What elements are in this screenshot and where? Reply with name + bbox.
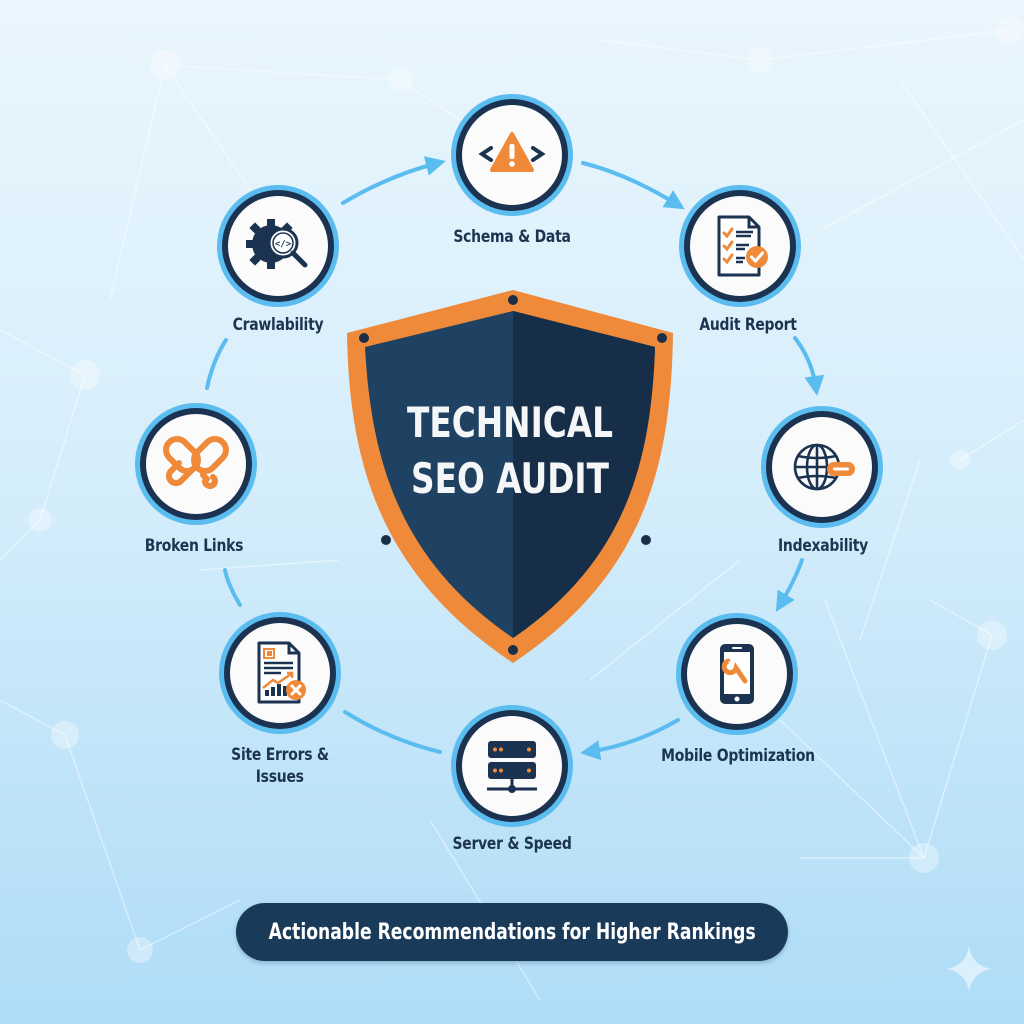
node-audit-report[interactable] <box>679 185 801 307</box>
shield-title-line-2: SEO AUDIT <box>411 454 609 503</box>
checklist-document-icon <box>717 215 768 277</box>
error-report-chart-icon <box>257 641 306 704</box>
svg-text:</>: </> <box>275 240 292 250</box>
shield-icon <box>347 290 673 663</box>
recommendations-banner: Actionable Recommendations for Higher Ra… <box>236 903 788 961</box>
broken-chain-link-icon <box>163 436 229 489</box>
node-label-schema-data: Schema & Data <box>453 227 571 247</box>
mobile-wrench-icon <box>720 644 754 704</box>
node-label-crawlability: Crawlability <box>232 315 324 335</box>
node-indexability[interactable] <box>761 406 883 528</box>
shield-title: TECHNICAL SEO AUDIT <box>345 395 675 507</box>
node-label-broken-links: Broken Links <box>144 536 244 556</box>
node-label-audit-report: Audit Report <box>699 315 797 335</box>
sparkle-icon <box>946 946 992 992</box>
shield-title-line-1: TECHNICAL <box>406 398 614 447</box>
globe-minus-icon <box>793 443 855 491</box>
node-crawlability[interactable]: </> <box>217 185 339 307</box>
node-label-server-speed: Server & Speed <box>452 834 572 854</box>
node-mobile-optimization[interactable] <box>676 613 798 735</box>
node-site-errors-issues[interactable] <box>219 612 341 734</box>
server-network-icon <box>487 741 537 793</box>
banner-text: Actionable Recommendations for Higher Ra… <box>268 919 756 945</box>
code-warning-icon <box>478 132 546 172</box>
node-label-indexability: Indexability <box>777 536 869 556</box>
node-label-site-errors-issues: Site Errors &Issues <box>231 745 329 787</box>
node-schema-data[interactable] <box>451 94 573 216</box>
node-broken-links[interactable] <box>135 403 257 525</box>
node-label-mobile-optimization: Mobile Optimization <box>661 746 815 766</box>
gear-magnifier-code-icon: </> <box>246 219 308 269</box>
node-server-speed[interactable] <box>451 705 573 827</box>
